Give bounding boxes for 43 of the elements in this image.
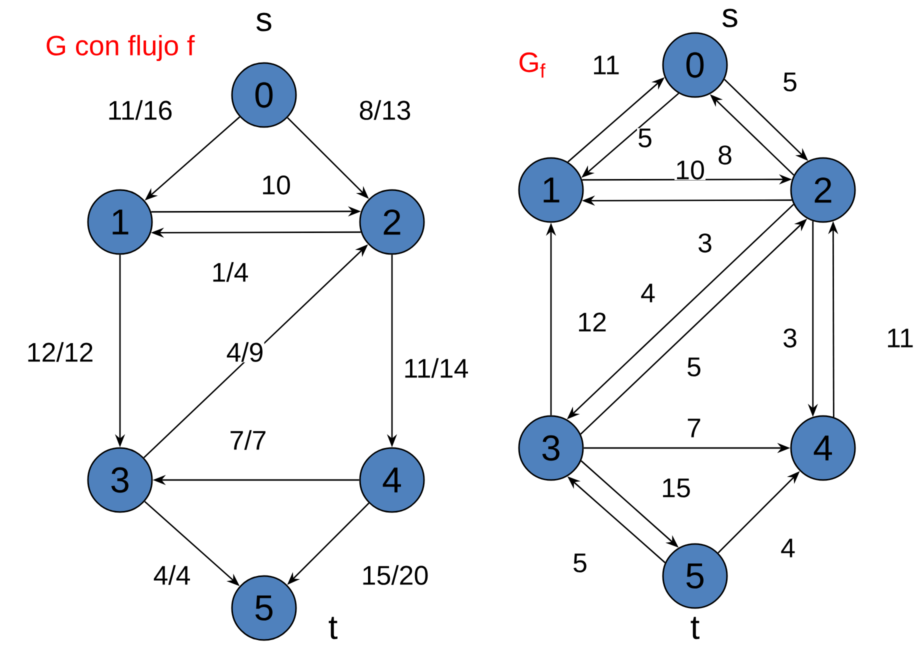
node-tag: s <box>722 8 738 28</box>
graph-node: 1 <box>87 189 153 255</box>
graph-node: 5 <box>231 575 297 641</box>
edge-label: 8 <box>717 144 734 166</box>
edge-label: 11 <box>886 328 915 348</box>
edge-label: 4/4 <box>152 564 192 586</box>
edge-label: 3 <box>782 328 798 348</box>
graph-title: G con flujo f <box>46 34 195 62</box>
edge-label: 11 <box>592 55 621 75</box>
graph-node: 0 <box>231 62 297 128</box>
edge-label: 7 <box>686 418 702 438</box>
edge-label: 5 <box>572 553 588 573</box>
node-tag: t <box>328 616 338 640</box>
graph-node: 1 <box>518 157 584 223</box>
graph-node: 0 <box>662 32 728 98</box>
edge-label: 10 <box>260 174 292 196</box>
graph-node: 2 <box>790 157 856 223</box>
edge-label: 5 <box>782 72 798 92</box>
node-tag: t <box>690 616 700 640</box>
edge-label: 10 <box>674 160 706 180</box>
edge-label: 15 <box>660 478 692 498</box>
edge-label: 3 <box>697 232 714 254</box>
edge-label: 7/7 <box>228 430 268 450</box>
graph-node: 3 <box>87 447 153 513</box>
edge-label: 4 <box>780 538 796 558</box>
graph-node: 5 <box>662 543 728 609</box>
edge-label: 5 <box>686 357 702 377</box>
edge-label: 4/9 <box>226 342 264 362</box>
edge-label: 12 <box>576 312 608 332</box>
edge-label: 15/20 <box>360 564 430 586</box>
node-tag: s <box>256 12 272 32</box>
graph-title: G$_{f}$ <box>520 52 546 78</box>
graph-node: 4 <box>359 447 425 513</box>
graph-node: 4 <box>790 415 856 481</box>
edge-label: 12/12 <box>26 342 94 362</box>
edge-label: 8/13 <box>358 100 412 120</box>
edge-label: 11/14 <box>402 358 470 378</box>
edge-label: 1/4 <box>210 262 250 282</box>
edge-label: 4 <box>640 283 656 303</box>
graph-node: 2 <box>359 189 425 255</box>
graph-node: 3 <box>518 415 584 481</box>
edge-label: 11/16 <box>106 100 174 120</box>
edge-label: 5 <box>637 128 654 148</box>
